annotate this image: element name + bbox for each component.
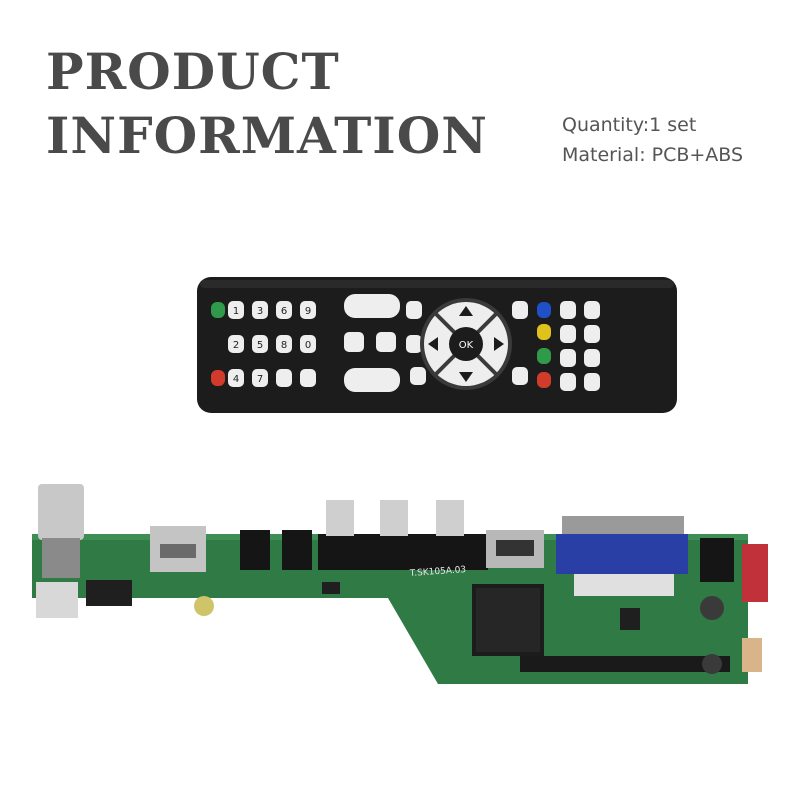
remote-color-key [211,302,225,318]
remote-key [252,335,268,353]
remote-media-key [584,325,600,343]
remote-media-key [560,325,576,343]
remote-media-key [584,301,600,319]
remote-key [300,369,316,387]
remote-media-key [584,373,600,391]
remote-key-label: 6 [281,306,287,317]
controller-board-image: T.SK105A.03 [32,484,768,684]
heading-line-2: INFORMATION [46,106,488,165]
remote-key [300,335,316,353]
remote-media-key [560,301,576,319]
remote-function-key [512,301,528,319]
quantity-spec: Quantity:1 set [562,114,697,136]
board-model-label: T.SK105A.03 [409,565,467,579]
remote-media-key [560,373,576,391]
remote-key-label: 7 [257,374,263,385]
remote-key [228,369,244,387]
remote-key [300,301,316,319]
remote-function-key [410,367,426,385]
product-information-heading: PRODUCT INFORMATION [46,40,488,168]
remote-key [228,335,244,353]
remote-function-key [406,335,422,353]
product-specs: Quantity:1 set Material: PCB+ABS [562,110,743,170]
remote-color-key [537,348,551,364]
remote-ok-label: OK [459,340,474,351]
remote-color-key [537,372,551,388]
remote-color-key [537,302,551,318]
remote-key [276,301,292,319]
remote-key-label: 4 [233,374,239,385]
remote-media-key [584,349,600,367]
remote-key-label: 5 [257,340,263,351]
remote-control-image: 1 2 4 3 5 7 6 8 9 0 OK [197,277,677,413]
heading-line-1: PRODUCT [46,42,340,101]
remote-key-label: 8 [281,340,287,351]
remote-key-label: 2 [233,340,239,351]
remote-media-key [560,349,576,367]
remote-key-label: 0 [305,340,311,351]
remote-key [252,301,268,319]
remote-key [228,301,244,319]
remote-function-key [512,367,528,385]
remote-color-key [211,370,225,386]
remote-dpad: OK [420,298,512,390]
remote-key [252,369,268,387]
remote-key-label: 3 [257,306,263,317]
remote-key-label: 1 [233,306,239,317]
remote-function-key [406,301,422,319]
remote-key [276,369,292,387]
remote-color-key [537,324,551,340]
remote-key [276,335,292,353]
remote-key-label: 9 [305,306,311,317]
material-spec: Material: PCB+ABS [562,144,744,166]
